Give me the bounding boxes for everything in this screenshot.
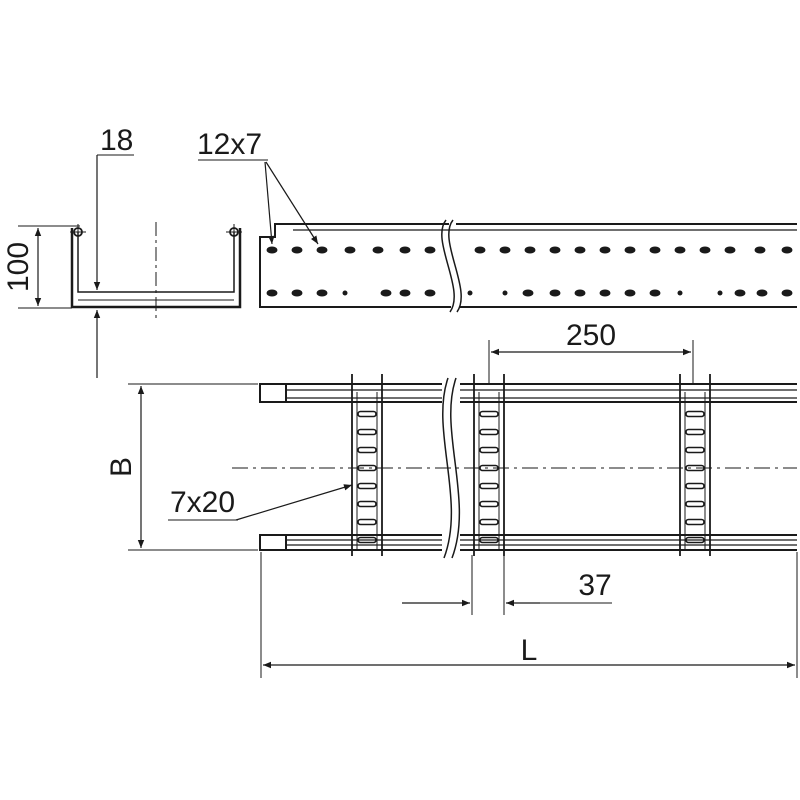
- top-view: B 250 7x20 37 L: [105, 319, 798, 678]
- flange-width-dimension: [93, 154, 134, 378]
- perforation-hole: [756, 289, 768, 297]
- perforation-hole: [380, 289, 392, 297]
- perforation-hole: [524, 246, 536, 254]
- rung-slot: [357, 536, 377, 544]
- perforation-hole: [624, 246, 636, 254]
- perforation-hole: [344, 246, 356, 254]
- perforation-hole: [717, 290, 723, 296]
- rung-slot: [685, 482, 705, 490]
- perforation-hole: [724, 246, 736, 254]
- break-symbol-top: [442, 377, 461, 559]
- perforation-hole: [599, 246, 611, 254]
- rung-slot: [685, 410, 705, 418]
- perforation-holes: [266, 246, 793, 297]
- perforation-hole: [424, 289, 436, 297]
- flange-width-label: 18: [100, 124, 133, 157]
- rung-slot: [479, 536, 499, 544]
- perforation-hole: [316, 246, 328, 254]
- rung-slot: [685, 518, 705, 526]
- perforation-hole: [291, 246, 303, 254]
- perforation-hole: [574, 289, 586, 297]
- rung-slot: [479, 518, 499, 526]
- rung-slot: [479, 410, 499, 418]
- side-view: 12x7: [197, 128, 797, 313]
- rung-slot: [357, 428, 377, 436]
- length-dimension: [260, 552, 798, 678]
- upper-rail: [259, 383, 797, 403]
- perforation-hole: [399, 246, 411, 254]
- perforation-leader-2: [265, 161, 319, 245]
- rung-slot: [685, 428, 705, 436]
- perforation-hole: [549, 289, 561, 297]
- rung-slot: [479, 464, 499, 472]
- rung-spacing-dimension: [488, 340, 694, 384]
- rung-slot: [479, 446, 499, 454]
- perforation-hole: [781, 246, 793, 254]
- rung-slot: [685, 464, 705, 472]
- perforation-hole: [599, 289, 611, 297]
- side-rail-right-part: [456, 223, 797, 308]
- rung-slot: [685, 446, 705, 454]
- perforation-hole: [754, 246, 766, 254]
- rung-slot: [357, 410, 377, 418]
- perforation-hole: [266, 246, 278, 254]
- perforation-leader-1: [264, 161, 275, 245]
- perforation-hole: [699, 246, 711, 254]
- perforation-label: 12x7: [197, 128, 262, 161]
- rung-slot: [479, 500, 499, 508]
- rung-slot: [685, 500, 705, 508]
- perforation-hole: [502, 290, 508, 296]
- cross-section-view: 100 18: [2, 124, 242, 378]
- perforation-hole: [372, 246, 384, 254]
- slot-leader: [235, 484, 353, 521]
- perforation-hole: [266, 289, 278, 297]
- slot-label: 7x20: [170, 486, 235, 519]
- perforation-hole: [316, 289, 328, 297]
- rung-slot: [357, 518, 377, 526]
- break-symbol-side: [441, 219, 462, 313]
- left-flange-roll: [70, 224, 86, 240]
- perforation-hole: [424, 246, 436, 254]
- perforation-hole: [649, 289, 661, 297]
- perforation-hole: [674, 246, 686, 254]
- rung-width-label: 37: [578, 569, 611, 602]
- perforation-hole: [399, 289, 411, 297]
- rung-slot: [357, 482, 377, 490]
- perforation-hole: [624, 289, 636, 297]
- rung-spacing-label: 250: [566, 319, 616, 352]
- rung-slot: [479, 428, 499, 436]
- perforation-hole: [734, 289, 746, 297]
- rung-slot: [357, 464, 377, 472]
- rung-slot: [357, 446, 377, 454]
- width-label: B: [105, 457, 138, 477]
- perforation-hole: [342, 290, 348, 296]
- perforation-hole: [677, 290, 683, 296]
- perforation-hole: [499, 246, 511, 254]
- height-label: 100: [2, 242, 35, 292]
- perforation-hole: [549, 246, 561, 254]
- height-dimension: [18, 225, 80, 309]
- rung-width-dimension: [402, 555, 612, 615]
- perforation-hole: [467, 290, 473, 296]
- rung-slot: [357, 500, 377, 508]
- lower-rail: [259, 534, 797, 551]
- side-rail-left-part: [259, 223, 451, 308]
- perforation-hole: [574, 246, 586, 254]
- rungs: [351, 374, 711, 556]
- perforation-hole: [522, 289, 534, 297]
- perforation-hole: [781, 289, 793, 297]
- right-flange-roll: [226, 224, 242, 240]
- perforation-hole: [291, 289, 303, 297]
- rung-slot: [479, 482, 499, 490]
- width-dimension: [128, 383, 258, 551]
- length-label: L: [521, 634, 538, 667]
- rung-slot: [685, 536, 705, 544]
- perforation-hole: [649, 246, 661, 254]
- perforation-hole: [474, 246, 486, 254]
